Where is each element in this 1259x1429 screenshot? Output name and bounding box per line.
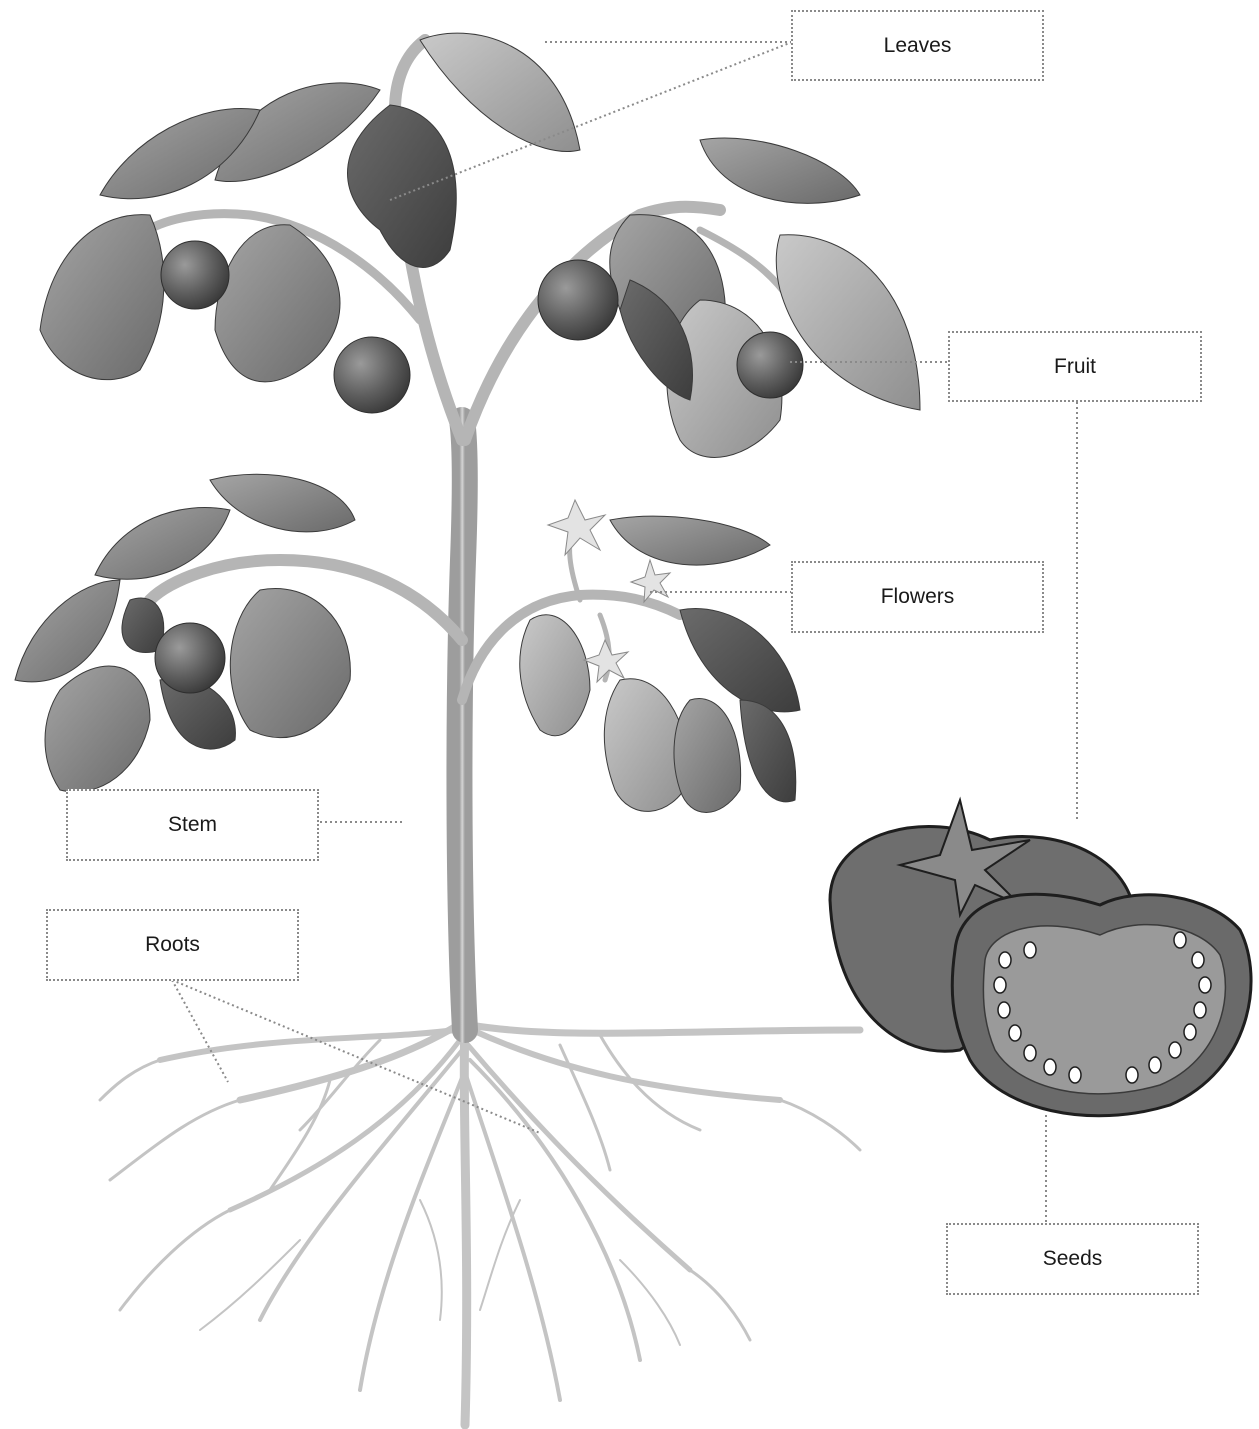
roots-illustration — [100, 1020, 860, 1425]
label-stem: Stem — [66, 789, 319, 861]
label-roots: Roots — [46, 909, 299, 981]
label-leaves: Leaves — [791, 10, 1044, 81]
label-seeds: Seeds — [946, 1223, 1199, 1295]
tomato-cross-section-illustration — [830, 800, 1251, 1116]
label-fruit: Fruit — [948, 331, 1202, 402]
label-flowers: Flowers — [791, 561, 1044, 633]
